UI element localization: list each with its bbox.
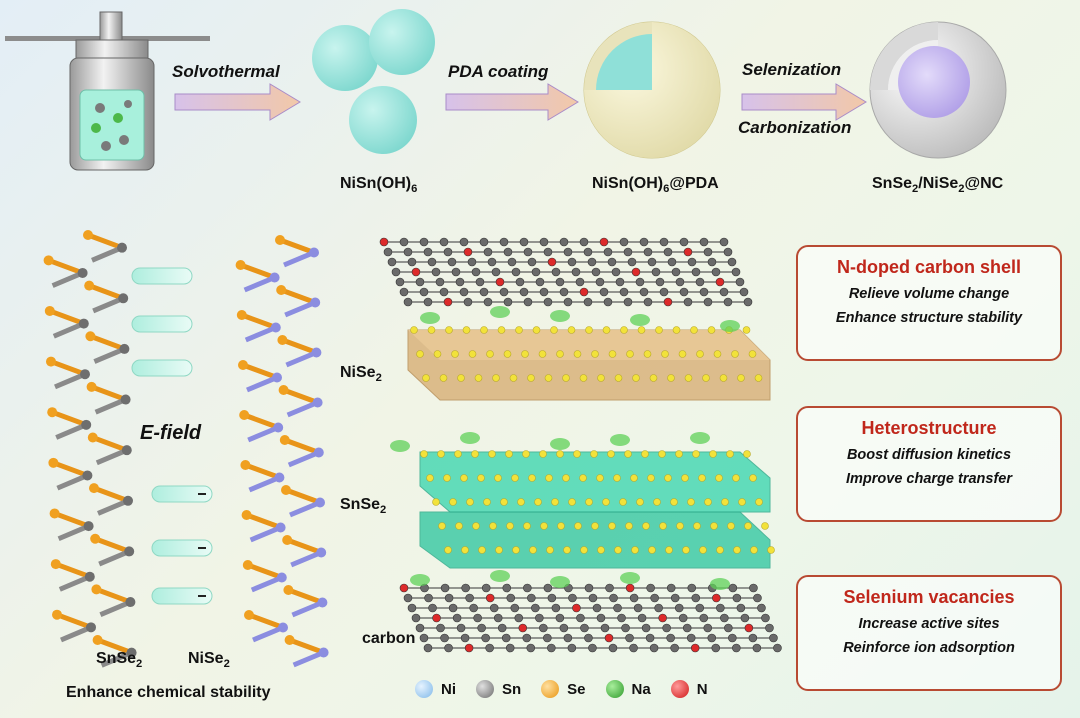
snse2-nise2-nc-sphere — [869, 21, 1007, 159]
legend-swatch — [605, 680, 624, 698]
product-label-2: NiSn(OH)6@PDA — [592, 175, 719, 196]
snse2-chain — [43, 230, 137, 668]
nise2-layer — [407, 326, 771, 401]
autoclave-icon — [5, 11, 210, 171]
nisn-oh-spheres — [312, 9, 435, 154]
process-arrow-2 — [445, 83, 579, 121]
feature-box-line: Reinforce ion adsorption — [843, 640, 1015, 656]
nise2-chain — [235, 235, 329, 668]
feature-box-title: Selenium vacancies — [843, 587, 1015, 607]
snse2-layer-lower — [419, 450, 775, 569]
feature-box-title: N-doped carbon shell — [836, 257, 1022, 277]
chain-label-snse2: SnSe2 — [96, 650, 143, 671]
feature-box-line: Boost diffusion kinetics — [846, 447, 1012, 463]
feature-box-line: Relieve volume change — [848, 286, 1010, 302]
pda-coated-sphere — [583, 21, 721, 159]
chain-caption: Enhance chemical stability — [66, 684, 271, 701]
snse2-layer-upper — [419, 451, 771, 513]
legend-item-ni: Ni — [415, 680, 456, 698]
step-solvothermal: Solvothermal — [172, 62, 280, 81]
carbon-sheet-bottom — [399, 583, 782, 653]
layer-label-carbon: carbon — [362, 630, 416, 647]
legend-swatch — [476, 680, 494, 698]
na-ions — [390, 306, 740, 590]
feature-box-line: Improve charge transfer — [845, 471, 1012, 487]
feature-box-title: Heterostructure — [861, 418, 997, 438]
layer-label-nise2: NiSe2 — [340, 364, 382, 385]
step-selenization: Selenization — [742, 60, 842, 79]
step-pda-coating: PDA coating — [448, 62, 549, 81]
feature-box-selenium-vacancies: Selenium vacancies Increase active sites… — [796, 575, 1062, 691]
feature-box-line: Enhance structure stability — [835, 310, 1023, 326]
e-field-indicators — [131, 267, 213, 605]
feature-box-carbon-shell: N-doped carbon shell Relieve volume chan… — [796, 245, 1062, 361]
legend-swatch — [541, 680, 560, 698]
legend-item-se: Se — [541, 680, 586, 698]
feature-box-heterostructure: Heterostructure Boost diffusion kinetics… — [796, 406, 1062, 522]
product-label-3: SnSe2/NiSe2@NC — [872, 175, 1004, 196]
layer-label-snse2: SnSe2 — [340, 496, 387, 517]
process-arrow-3 — [741, 83, 867, 121]
process-arrow-1 — [174, 83, 301, 121]
legend-item-sn: Sn — [476, 680, 521, 698]
legend-swatch — [670, 680, 689, 698]
e-field-label: E-field — [140, 422, 202, 444]
legend-item-n: N — [670, 680, 708, 698]
legend-item-na: Na — [605, 680, 651, 698]
carbon-sheet-top — [379, 237, 753, 307]
feature-box-line: Increase active sites — [858, 616, 1000, 632]
chain-label-nise2: NiSe2 — [188, 650, 230, 671]
element-legend: Ni Sn Se Na N — [415, 680, 728, 698]
legend-swatch — [415, 680, 433, 698]
product-label-1: NiSn(OH)6 — [340, 175, 418, 196]
step-carbonization: Carbonization — [738, 118, 852, 137]
